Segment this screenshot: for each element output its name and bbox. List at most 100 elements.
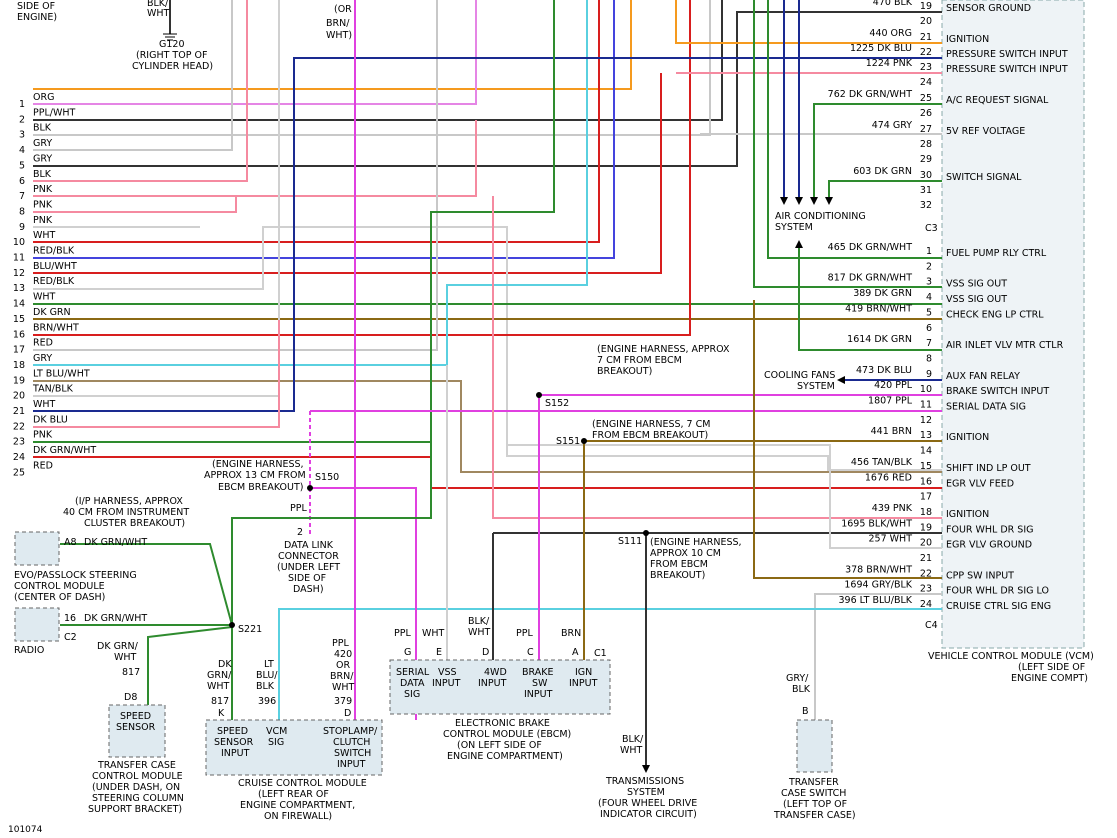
ss-wire2: WHT (114, 652, 137, 663)
c4-pin-number: 11 (920, 400, 932, 411)
left-pin-color: BLU/WHT (33, 261, 77, 272)
vcm-line3: ENGINE COMPT) (1011, 673, 1088, 684)
vcm-circuit-label: 1676 RED (865, 472, 912, 483)
left-pin-color: GRY (33, 153, 52, 164)
evo-wire: DK GRN/WHT (84, 537, 147, 548)
ss-l5: SUPPORT BRACKET) (88, 804, 182, 815)
left-pin-color: BLK (33, 123, 52, 134)
left-pin-number: 16 (13, 329, 25, 340)
s151-id: S151 (556, 436, 580, 447)
vcm-circuit-label: 817 DK GRN/WHT (828, 273, 913, 284)
vcm-circuit-label: 389 DK GRN (853, 288, 912, 299)
s150-note2: APPROX 13 CM FROM (204, 470, 306, 481)
vcm-function-label: VSS SIG OUT (946, 294, 1007, 305)
cr-k1: DK (218, 659, 232, 670)
vcm-function-label: A/C REQUEST SIGNAL (946, 95, 1049, 106)
eb-l3: (ON LEFT SIDE OF (457, 740, 542, 751)
left-pin-number: 25 (13, 467, 25, 478)
left-pin-color: DK BLU (33, 414, 68, 425)
c4-pin-number: 16 (920, 476, 932, 487)
left-pin-color: BRN/WHT (33, 322, 79, 333)
cf-line2: SYSTEM (797, 381, 835, 392)
c3-pin-number: 20 (920, 16, 932, 27)
s152-note2: 7 CM FROM EBCM (597, 355, 682, 366)
wire-vss3 (753, 0, 942, 288)
radio-box (14, 607, 60, 642)
cr-in1c: INPUT (221, 748, 250, 759)
s111-note2: APPROX 10 CM (650, 548, 721, 559)
vcm-function-label: VSS SIG OUT (946, 279, 1007, 290)
vcm-circuit-label: 474 GRY (872, 120, 913, 131)
left-pin-color: BLK (33, 169, 52, 180)
c4-pin-number: 19 (920, 522, 932, 533)
wire-group-down (60, 0, 647, 765)
dlc-3: (UNDER LEFT (277, 562, 340, 573)
dlc-5: DASH) (293, 584, 324, 595)
vcm-function-label: FUEL PUMP RLY CTRL (946, 248, 1047, 259)
cr-p7: D (344, 708, 351, 719)
tc-w1: GRY/ (786, 673, 809, 684)
c3-pin-number: 23 (920, 62, 932, 73)
vcm-function-label: FOUR WHL DR SIG (946, 524, 1034, 535)
tr-w1: BLK/ (622, 734, 644, 745)
vcm-box (941, 0, 1085, 649)
left-pin-color: PNK (33, 199, 53, 210)
cr-lt4: 396 (258, 696, 276, 707)
left-pin-number: 6 (19, 176, 25, 187)
cr-l3: ENGINE COMPARTMENT, (240, 800, 355, 811)
cr-l1: CRUISE CONTROL MODULE (238, 778, 367, 789)
wire-pin14-wht (33, 226, 942, 471)
wire-pin19-ltbluwht (33, 0, 588, 366)
vcm-function-label: PRESSURE SWITCH INPUT (946, 49, 1068, 60)
left-pin-color: DK GRN (33, 307, 71, 318)
cruise-box (205, 719, 383, 776)
wire-pin7-pnk (33, 0, 248, 182)
c4-pin-number: 10 (920, 384, 932, 395)
s221-id: S221 (238, 624, 262, 635)
eb-p4: C (527, 647, 534, 658)
vcm-function-label: EGR VLV GROUND (946, 540, 1032, 551)
c4-pin-number: 18 (920, 507, 932, 518)
s151-note1: (ENGINE HARNESS, 7 CM (592, 419, 710, 430)
eb-i1a: SERIAL (396, 667, 430, 678)
c3-pin-number: 24 (920, 77, 932, 88)
c4-pin-number: 21 (920, 553, 932, 564)
tc-l2: CASE SWITCH (781, 788, 846, 799)
vcm-function-label: EGR VLV FEED (946, 478, 1014, 489)
vcm-circuit-label: 396 LT BLU/BLK (839, 595, 913, 606)
splice-dots (229, 392, 649, 628)
figure-id: 101074 (8, 825, 43, 835)
vcm-circuit-label: 603 DK GRN (853, 166, 912, 177)
radio-wire: DK GRN/WHT (84, 613, 147, 624)
c4-pin-number: 24 (920, 599, 932, 610)
top-mid-1: (OR (334, 4, 352, 15)
vcm-function-label: BRAKE SWITCH INPUT (946, 386, 1049, 397)
cr-in3b: CLUTCH (333, 737, 370, 748)
ss-pin: D8 (124, 692, 137, 703)
vcm-circuit-label: 473 DK BLU (856, 365, 912, 376)
s150-note1: (ENGINE HARNESS, (212, 459, 304, 470)
g120-label: G120 (159, 39, 185, 50)
eb-w3: BLK/ (468, 616, 490, 627)
vcm-circuit-label: 1694 GRY/BLK (844, 580, 912, 591)
vcm-function-label: 5V REF VOLTAGE (946, 126, 1025, 137)
vcm-function-label: SERIAL DATA SIG (946, 402, 1026, 413)
wire-egr-wht (507, 444, 942, 549)
evo-3: (CENTER OF DASH) (14, 592, 105, 603)
cr-k2: GRN/ (207, 670, 232, 681)
vcm-circuit-label: 439 PNK (872, 503, 913, 514)
wire-c3-30 (828, 180, 942, 197)
vcm-function-label: IGNITION (946, 432, 989, 443)
tc-w2: BLK (792, 684, 811, 695)
ss-circuit: 817 (122, 667, 140, 678)
left-pin-number: 7 (19, 191, 25, 202)
wire-fp-grn (767, 0, 942, 259)
left-pin-numbers: 1234567891011121314151617181920212223242… (13, 99, 25, 478)
s111-note1: (ENGINE HARNESS, (650, 537, 742, 548)
wire-pin23-pnk (33, 320, 280, 428)
evo-2: CONTROL MODULE (14, 581, 105, 592)
radio-conn: C2 (64, 632, 77, 643)
left-pin-color: RED/BLK (33, 246, 75, 257)
